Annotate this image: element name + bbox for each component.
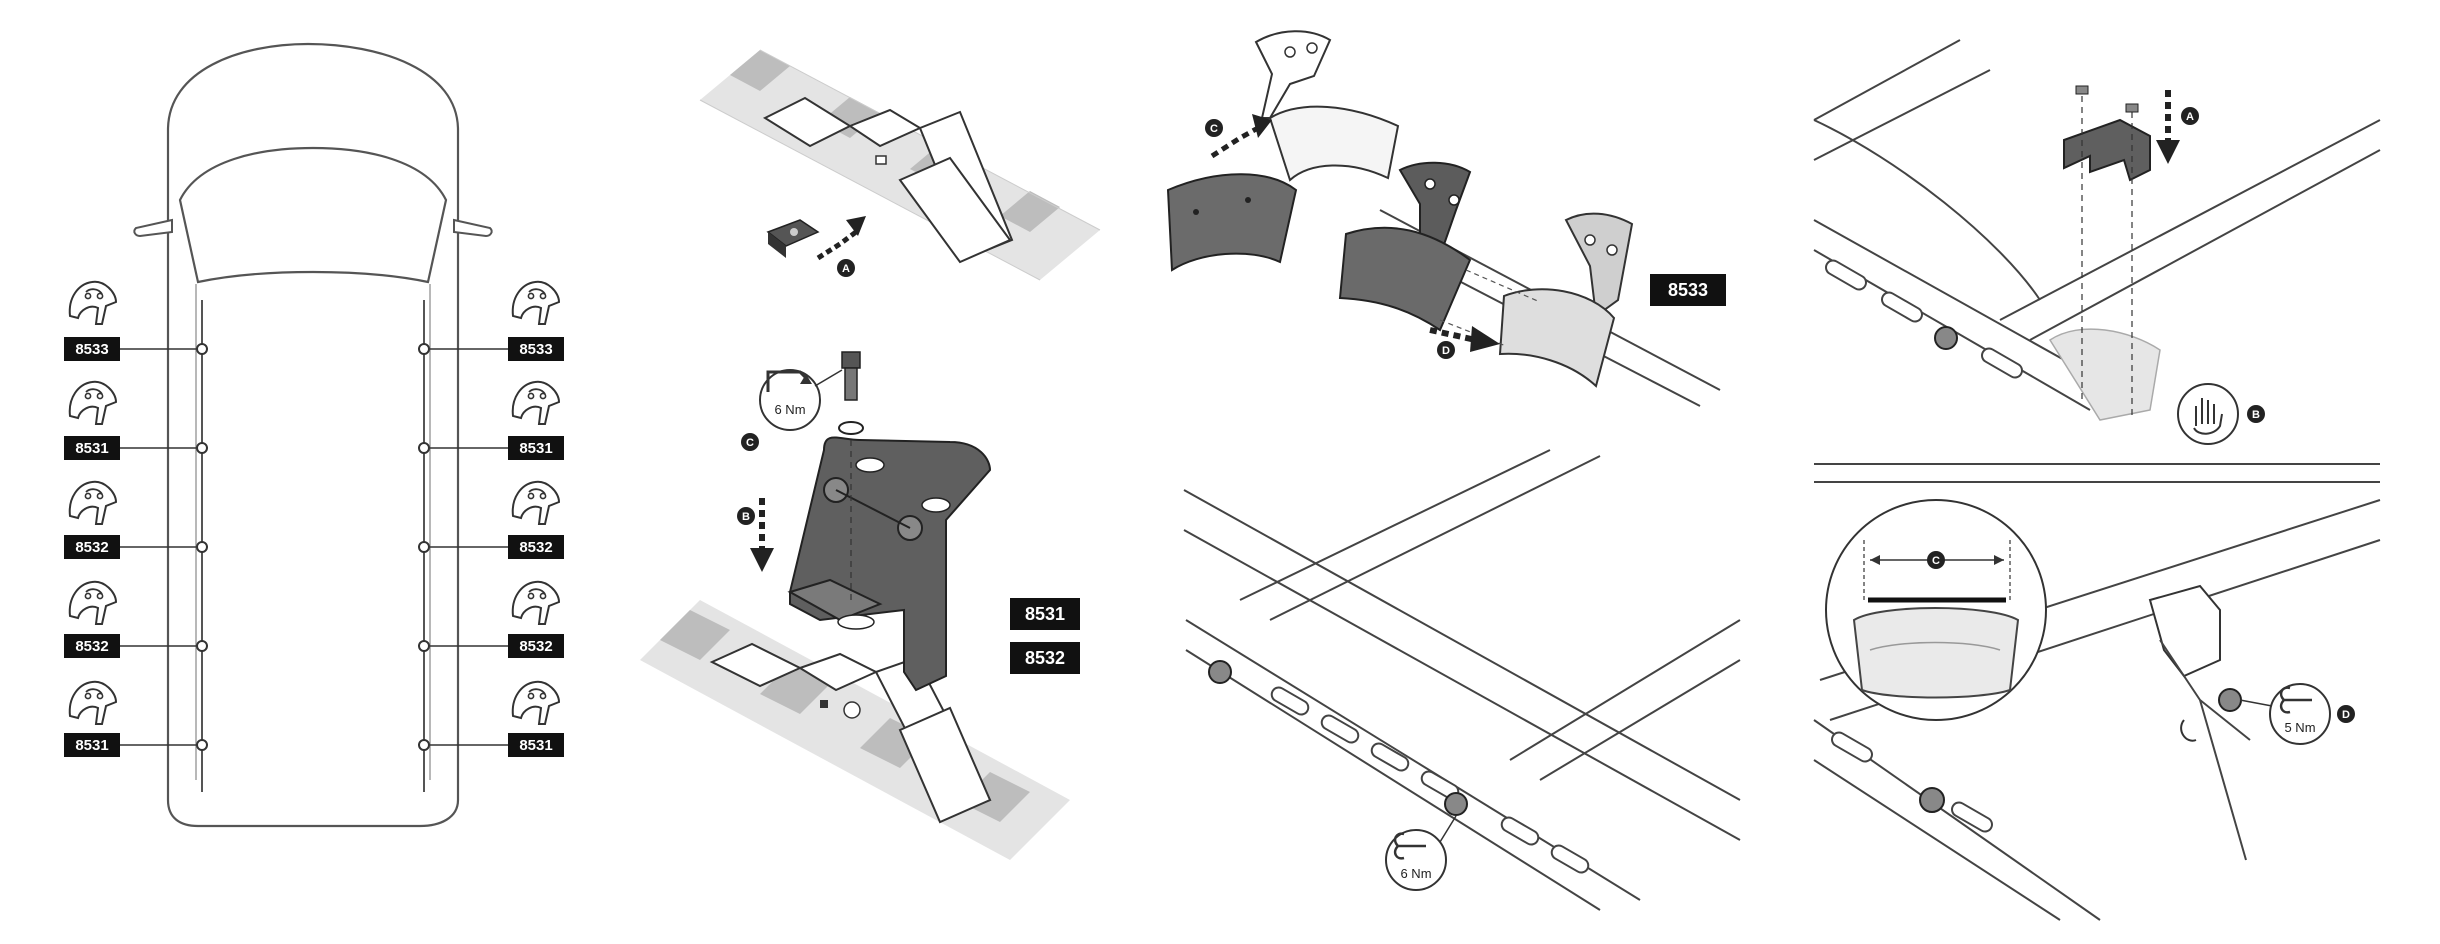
- bracket-icon: [68, 580, 117, 625]
- step-a-arrow-right: A: [2156, 90, 2199, 164]
- part-label: 8531: [519, 440, 552, 457]
- arrow-icon: [816, 230, 858, 261]
- car-windshield: [178, 146, 448, 284]
- part-label: 8532: [519, 638, 552, 655]
- panel-rail-tighten: 6 Nm: [1183, 449, 1741, 911]
- arrow-icon: [750, 548, 774, 572]
- cover-bracket-top: [1254, 30, 1400, 182]
- car-mirror-right: [453, 218, 493, 238]
- part-label: 8531: [519, 737, 552, 754]
- part-label: 8531: [1025, 604, 1065, 624]
- mount-point-left-4: 8532: [64, 580, 208, 658]
- arrow-icon: [1252, 114, 1272, 138]
- part-label: 8532: [75, 638, 108, 655]
- base-plate-bottom: [709, 642, 992, 824]
- step-marker: C: [1210, 123, 1218, 135]
- arrow-icon: [2156, 140, 2180, 164]
- label-8531: 8531: [1010, 598, 1080, 630]
- mount-point-right-3: 8532: [418, 480, 564, 559]
- bracket-icon: [511, 380, 560, 425]
- mount-point-left-5: 8531: [64, 680, 208, 757]
- panel-covers: C D 8533: [1166, 30, 1726, 407]
- magnified-detail: C: [1825, 499, 2047, 721]
- panel-base-bracket: A: [640, 49, 1101, 860]
- step-d-arrow: D: [1429, 326, 1500, 359]
- bracket-large: [787, 436, 992, 692]
- mount-point-right-1: 8533: [418, 280, 564, 361]
- hex-key-icon: [766, 370, 810, 392]
- mount-point-left-1: 8533: [64, 280, 208, 361]
- bracket-icon: [511, 280, 560, 325]
- rail-slots: [1270, 686, 1590, 874]
- part-label: 8532: [1025, 648, 1065, 668]
- bracket-icon: [68, 280, 117, 325]
- step-marker: D: [2342, 709, 2350, 721]
- mount-point-right-5: 8531: [418, 680, 564, 757]
- hatched-roof-strip-bottom: [640, 600, 1070, 860]
- hatched-roof-strip-top: [699, 49, 1101, 281]
- label-8532: 8532: [1010, 642, 1080, 674]
- left-mount-points: 8533 8531 8532 8532: [64, 280, 208, 757]
- bracket-icon: [68, 680, 117, 725]
- panel-cover-detail: 5 Nm D C: [1813, 481, 2381, 921]
- part-label: 8532: [75, 539, 108, 556]
- step-marker: C: [746, 437, 754, 449]
- car-top-view: 8533 8531 8532 8532: [64, 42, 564, 828]
- part-label: 8533: [519, 341, 552, 358]
- bracket-icon: [511, 480, 560, 525]
- arrow-icon: [1429, 327, 1477, 343]
- step-marker: A: [842, 263, 850, 275]
- clip-part: A: [766, 216, 866, 277]
- panel-bracket-roof: A B: [1813, 39, 2381, 465]
- hand-tighten-indicator: B: [2177, 383, 2265, 445]
- bracket-icon: [511, 580, 560, 625]
- mount-point-left-3: 8532: [64, 480, 208, 559]
- cover-assembly-light: [1439, 212, 1634, 388]
- mount-point-right-4: 8532: [418, 580, 564, 658]
- right-mount-points: 8533 8531 8532 8532: [418, 280, 564, 757]
- car-mirror-left: [133, 218, 173, 238]
- bracket-icon: [511, 680, 560, 725]
- step-marker: A: [2186, 111, 2194, 123]
- step-marker: D: [1442, 345, 1450, 357]
- torque-value: 6 Nm: [1400, 866, 1431, 881]
- step-marker: B: [2252, 409, 2260, 421]
- wrench-icon: [1393, 832, 1426, 860]
- cover-assembly-dark: [1338, 161, 1472, 332]
- wrench-icon: [2279, 686, 2312, 714]
- cover-plate-dark: C: [1166, 114, 1298, 272]
- mount-point-left-2: 8531: [64, 380, 208, 460]
- bracket-icon: [68, 480, 117, 525]
- part-label: 8533: [75, 341, 108, 358]
- rail-bracket-dark: [2063, 85, 2151, 420]
- part-label: 8532: [519, 539, 552, 556]
- torque-indicator-5nm: 5 Nm D: [2239, 683, 2355, 745]
- bracket-icon: [68, 380, 117, 425]
- label-8533: 8533: [1650, 274, 1726, 306]
- part-label: 8531: [75, 737, 108, 754]
- step-marker: B: [742, 511, 750, 523]
- torque-value: 5 Nm: [2284, 720, 2315, 735]
- step-b-arrow: B: [737, 498, 774, 572]
- part-label: 8533: [1668, 280, 1708, 300]
- arrow-icon: [1470, 326, 1500, 352]
- torque-indicator-6nm: 6 Nm: [759, 369, 843, 431]
- bolt-washer: [838, 351, 864, 600]
- part-label: 8531: [75, 440, 108, 457]
- hand-icon: [2193, 398, 2223, 435]
- mount-point-right-2: 8531: [418, 380, 564, 460]
- torque-indicator-6nm-rail: 6 Nm: [1385, 815, 1457, 891]
- step-marker: C: [1932, 555, 1940, 567]
- base-plate-top: [762, 96, 1014, 264]
- arrow-icon: [846, 216, 866, 236]
- torque-value: 6 Nm: [774, 402, 805, 417]
